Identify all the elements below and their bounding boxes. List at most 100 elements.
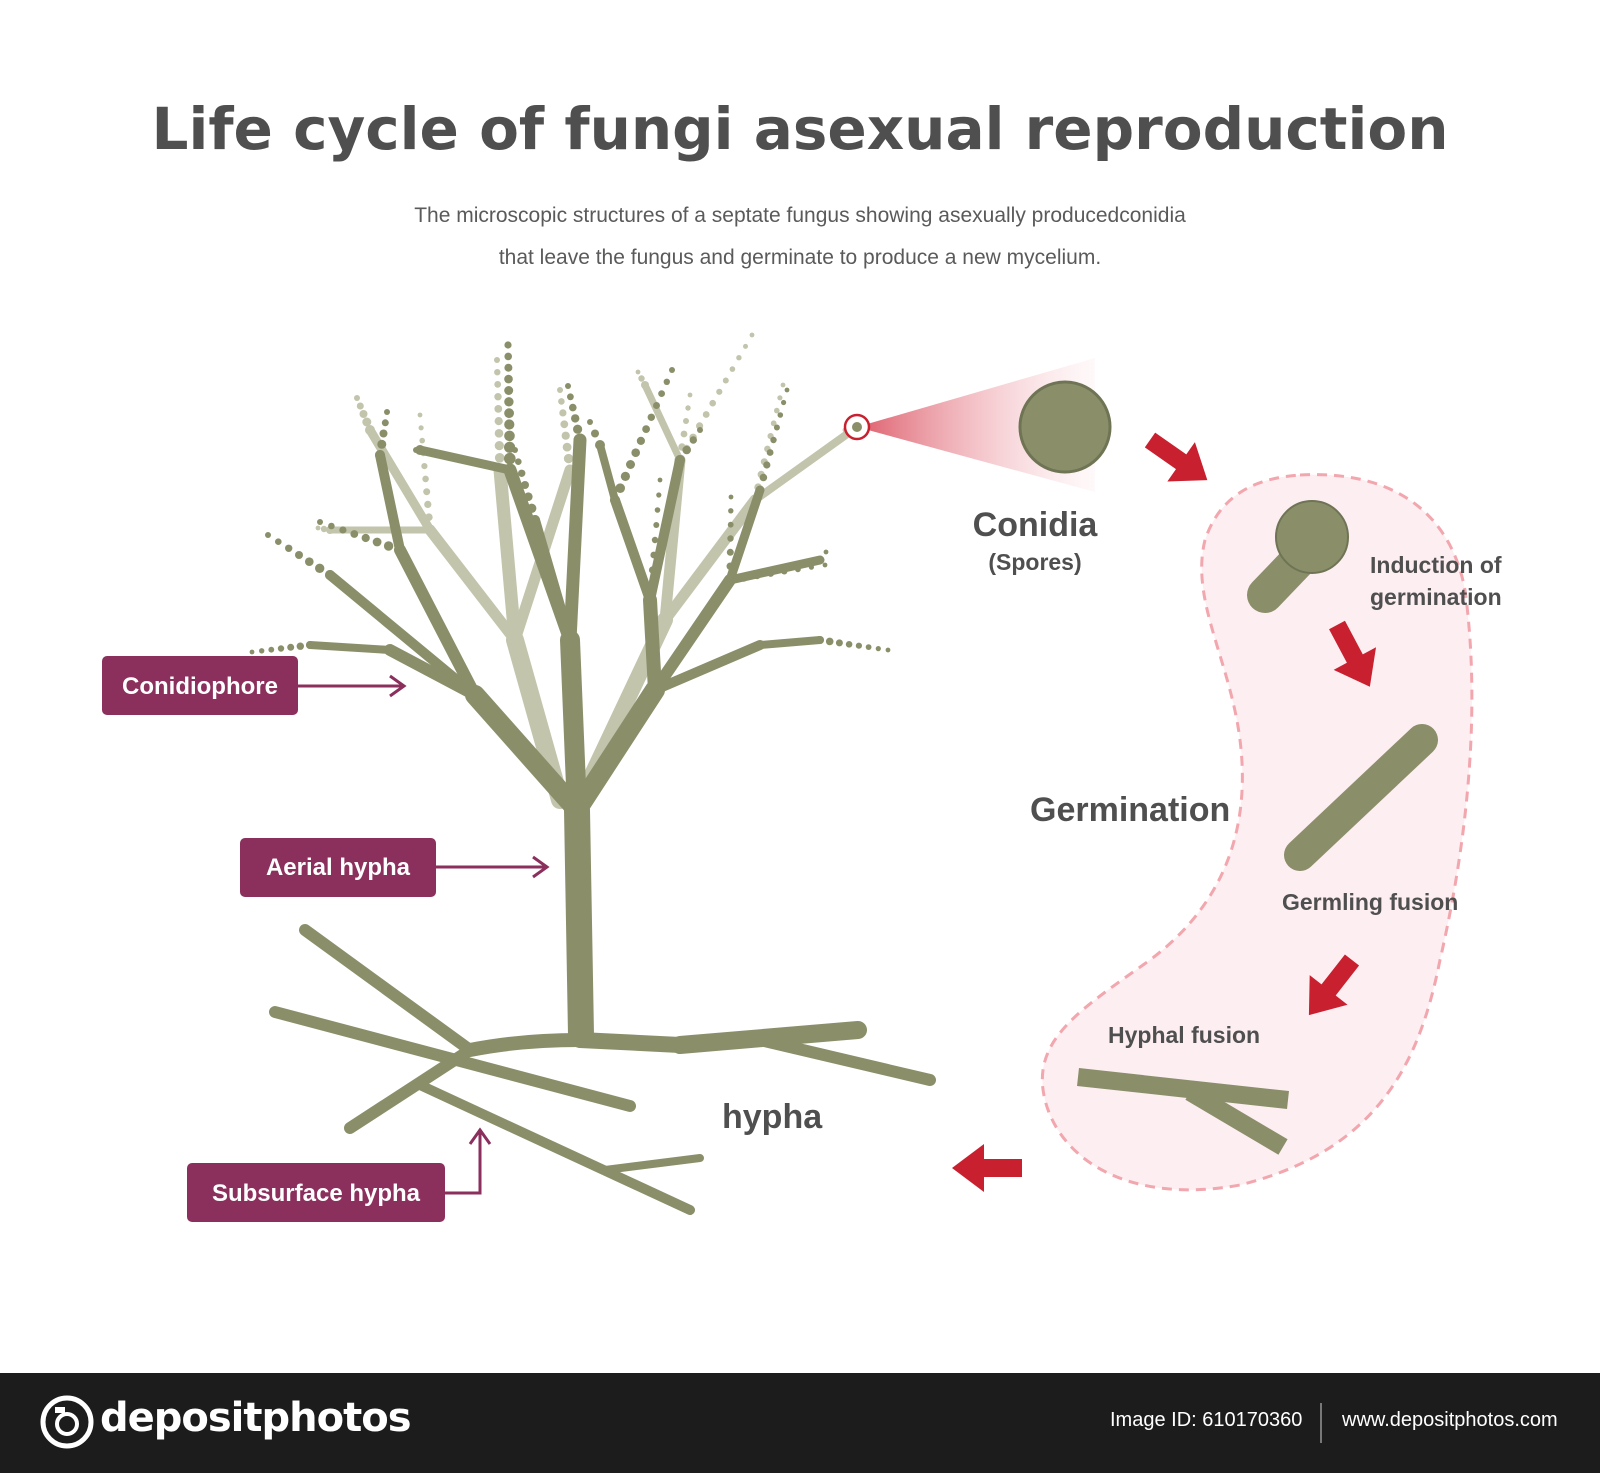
spore-dot [620, 471, 631, 481]
spore-dot [494, 417, 503, 426]
cycle-arrows [952, 432, 1377, 1192]
spore-dot [727, 521, 734, 528]
induction-label-line-1: Induction of [1370, 552, 1502, 578]
spore-dot [504, 452, 516, 465]
spore-dot [561, 431, 570, 440]
footer-divider [1320, 1403, 1322, 1443]
spore-dot [558, 398, 565, 405]
spore-dot [379, 429, 388, 438]
spore-dot [855, 642, 863, 649]
spore-dot [563, 453, 574, 464]
spore-dot [504, 352, 512, 361]
spore-dot [675, 455, 685, 465]
spore-dot [315, 563, 325, 573]
spore-dot [268, 646, 275, 653]
spore-dot [650, 551, 658, 559]
spore-dot [683, 418, 689, 424]
arrow-2-icon [1329, 620, 1377, 687]
spore-dot [295, 551, 303, 559]
spore-dot [641, 381, 649, 389]
spore-dot [530, 515, 540, 525]
spore-dot [350, 530, 359, 538]
spore-dot [419, 437, 426, 444]
subsurface-hyphae [269, 924, 936, 1215]
magnified-spore-dot [852, 422, 862, 432]
spore-dot [504, 374, 513, 384]
spore-dot [575, 435, 585, 445]
hypha-label: hypha [722, 1098, 823, 1136]
spore-dot [709, 399, 716, 407]
spore-dot [780, 382, 786, 388]
conidiophore-tag: Conidiophore [122, 673, 278, 700]
spore-dot [753, 572, 761, 580]
spore-dot [305, 557, 314, 566]
spore-dot [425, 513, 433, 521]
spore-dot [518, 469, 526, 477]
spore-dot [885, 647, 891, 653]
spore-dot [494, 429, 504, 438]
germling-fusion-label: Germling fusion [1282, 889, 1458, 915]
spore-dot [494, 405, 503, 413]
spore-dot [759, 473, 768, 482]
spore-dot [728, 494, 734, 500]
induction-label-line-2: germination [1370, 584, 1502, 610]
spore-dot [259, 648, 265, 654]
spore-dot [504, 397, 514, 407]
depositphotos-logo-icon [40, 1395, 94, 1449]
spore-dot [727, 535, 734, 542]
spore-dot [875, 646, 881, 652]
spore-dot [384, 409, 390, 415]
spore-dot [680, 430, 688, 438]
spore-dot [669, 367, 675, 373]
spore-dot [421, 463, 428, 470]
spore-dot [328, 522, 335, 530]
germling [1284, 724, 1438, 871]
spore-dot [591, 429, 599, 438]
spore-dot [265, 532, 271, 538]
spore-dot [306, 641, 314, 649]
dark-spore-chains [249, 341, 891, 655]
spore-dot [381, 419, 389, 427]
spore-dot [359, 410, 368, 418]
spore-dot [494, 453, 505, 463]
spore-dot [494, 357, 500, 363]
spore-dot [610, 495, 620, 505]
conidiophore-callout: Conidiophore [102, 656, 407, 715]
spore-dot [395, 545, 405, 555]
conidiophore-background [326, 381, 854, 809]
spore-dot [375, 450, 385, 460]
spore-dot [562, 442, 572, 452]
site-url[interactable]: www.depositphotos.com [1342, 1409, 1558, 1431]
arrow-4-icon [952, 1144, 1022, 1192]
spore-dot [559, 409, 567, 417]
spore-dot [689, 436, 697, 444]
spore-dot [325, 570, 335, 580]
spore-dot [504, 363, 513, 372]
subsurface-hypha-tag: Subsurface hypha [212, 1180, 421, 1207]
spore-dot [362, 417, 372, 427]
spore-dot [638, 375, 645, 382]
spore-dot [835, 639, 843, 647]
spore-dot [315, 525, 321, 531]
spore-dot [285, 544, 293, 552]
spore-dot [569, 403, 577, 412]
spore-dot [365, 425, 375, 435]
spore-dot [728, 508, 734, 514]
spore-dot [296, 642, 304, 650]
spore-dot [512, 447, 518, 453]
spore-dot [687, 392, 693, 398]
spore-dot [372, 537, 382, 547]
spore-dot [702, 411, 710, 418]
spore-dot [413, 447, 419, 453]
spore-dot [521, 481, 529, 489]
spores-label: (Spores) [988, 549, 1081, 575]
aerial-hypha-tag: Aerial hypha [266, 854, 411, 881]
spore-dot [774, 407, 780, 414]
spore-dot [320, 525, 328, 533]
spore-dot [651, 536, 659, 544]
subtitle-line-1: The microscopic structures of a septate … [414, 204, 1186, 227]
spore-dot [647, 581, 656, 589]
spore-dot [697, 427, 703, 433]
spore-dot [743, 343, 748, 349]
spore-dot [825, 637, 834, 646]
